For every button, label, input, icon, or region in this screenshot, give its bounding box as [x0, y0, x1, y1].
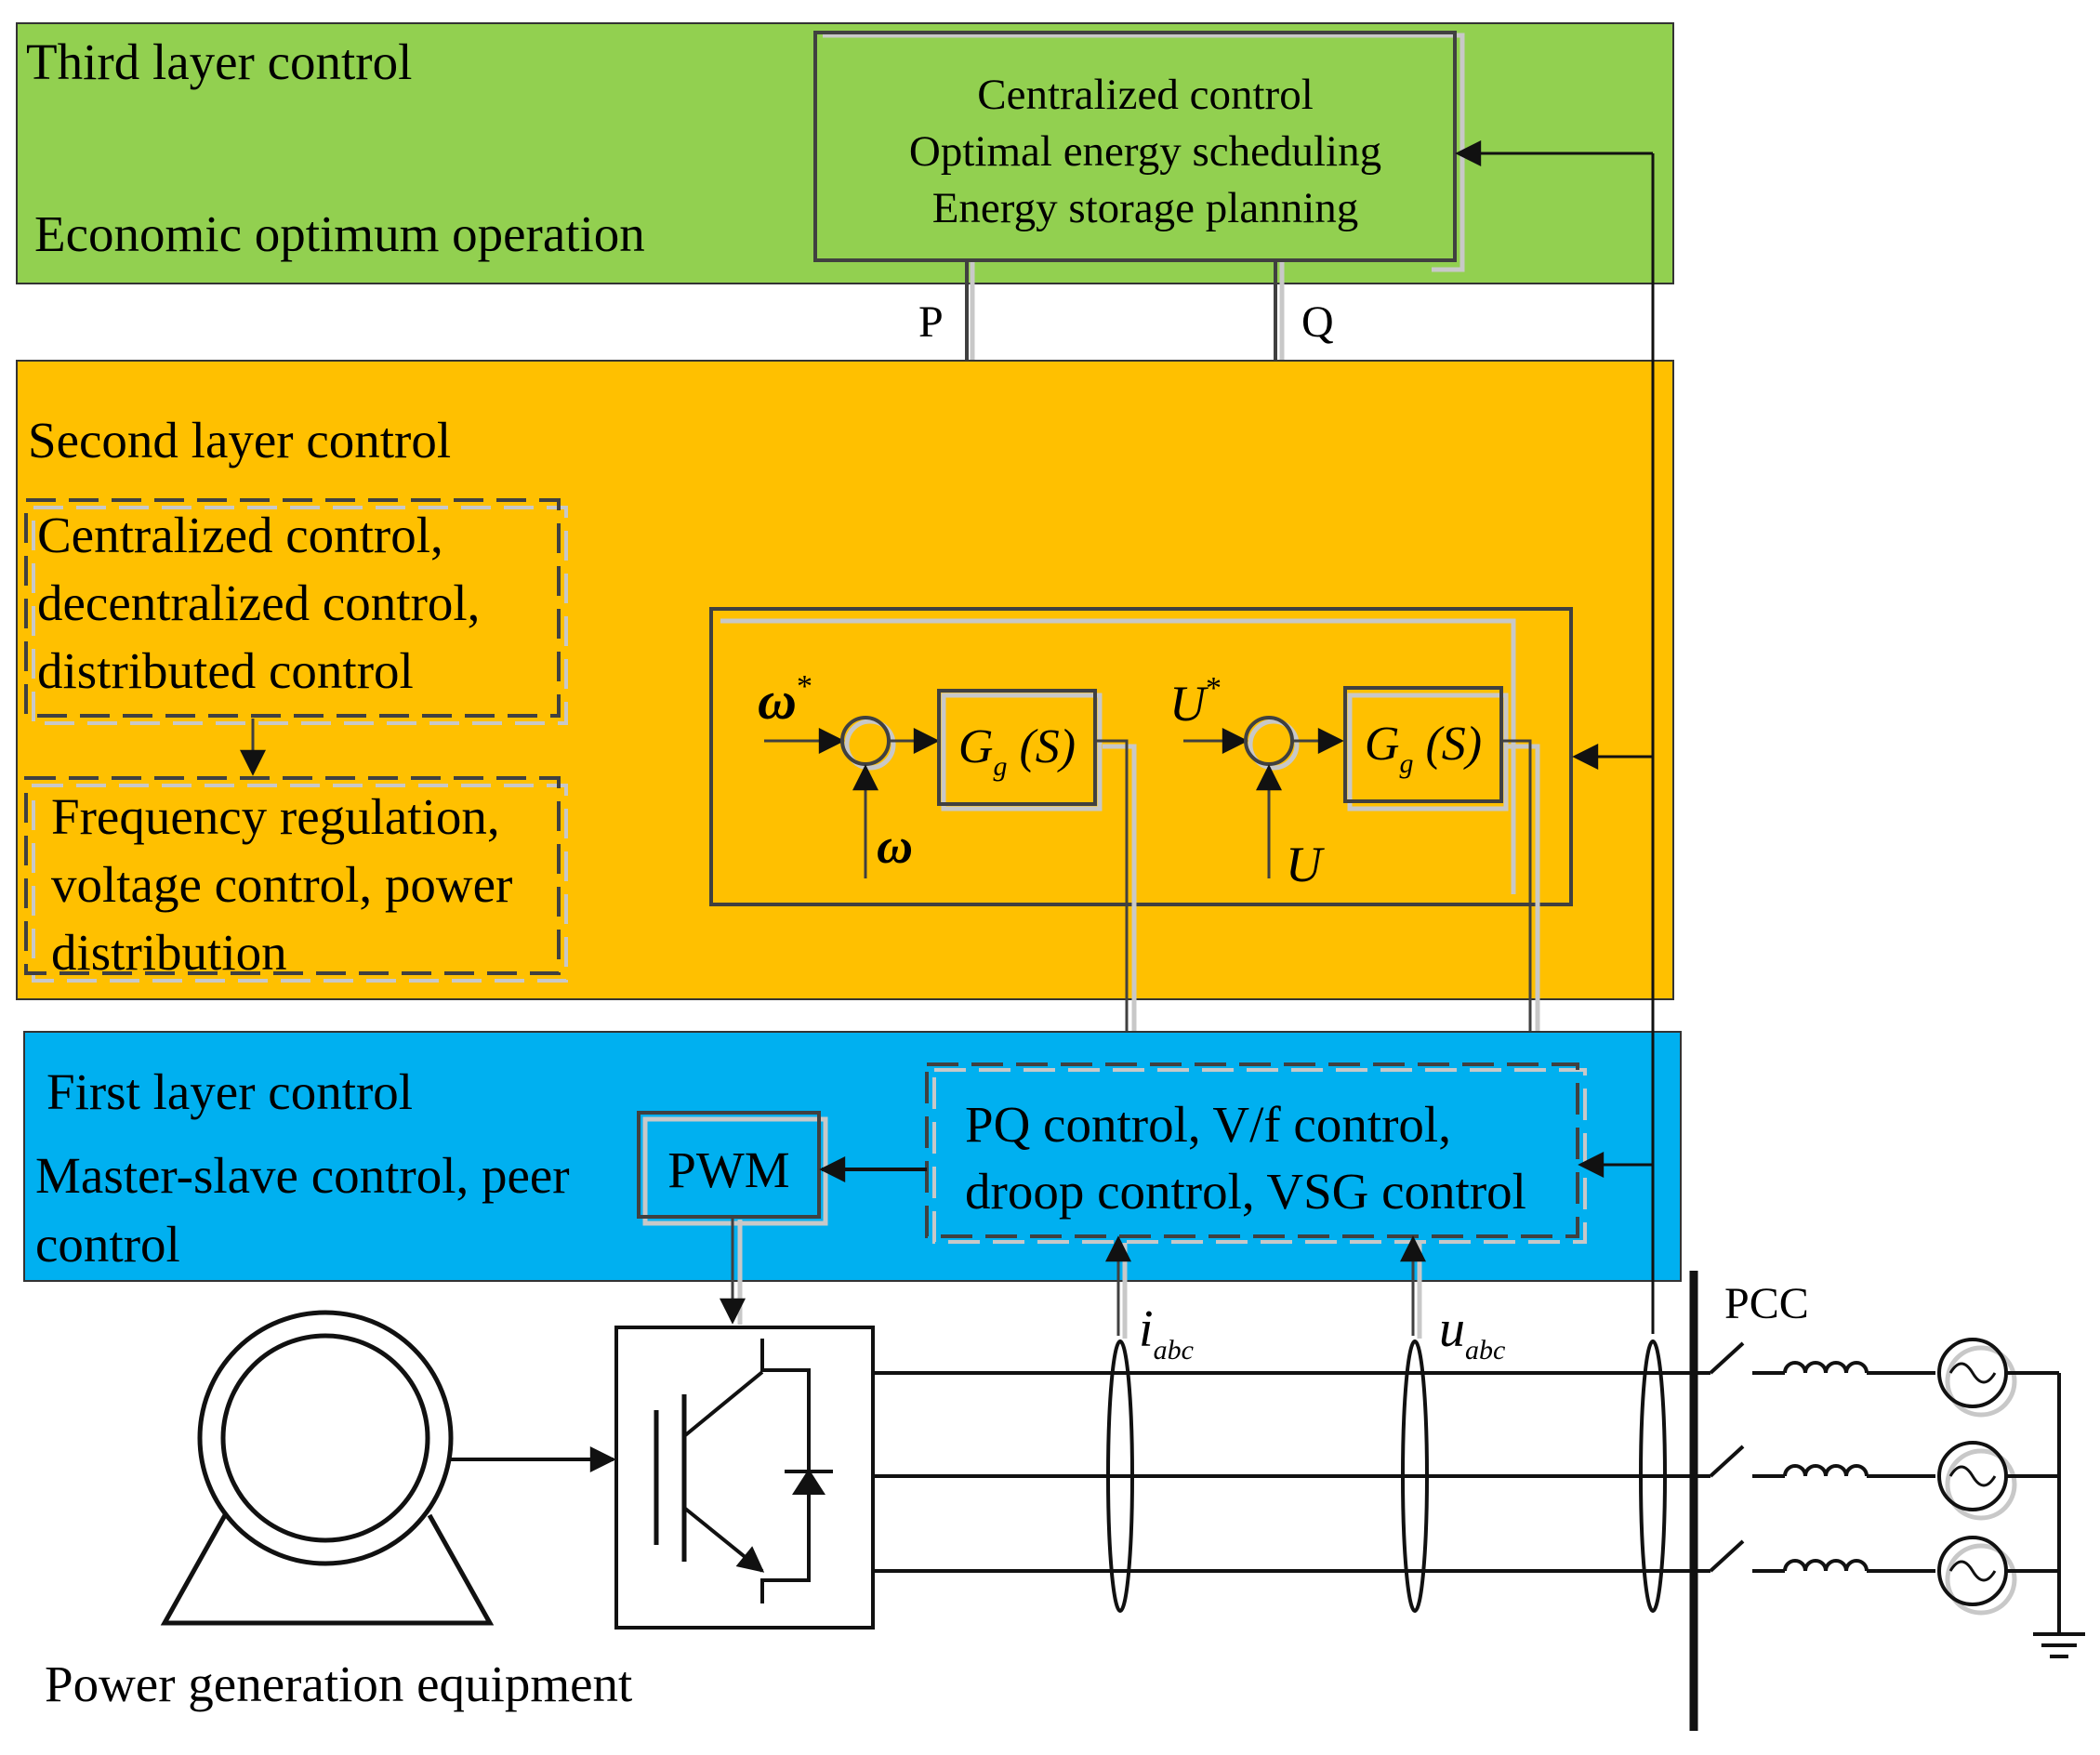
svg-text:Gg (S): Gg (S) — [1365, 718, 1482, 779]
q-signal-label: Q — [1301, 297, 1334, 347]
function-line-3: distribution — [51, 924, 287, 981]
svg-text:uabc: uabc — [1439, 1300, 1505, 1366]
third-layer-subtitle: Economic optimum operation — [34, 205, 645, 262]
freq-gain-g: G — [958, 720, 994, 773]
p-signal-label: P — [918, 297, 944, 347]
first-layer-subtitle-2: control — [35, 1216, 180, 1273]
u-ref-label: U — [1169, 676, 1208, 732]
first-layer-title: First layer control — [46, 1063, 413, 1120]
omega-ref-label: ω — [758, 670, 797, 731]
structure-line-2: decentralized control, — [37, 574, 480, 631]
volt-gain-g: G — [1365, 718, 1400, 771]
structure-line-3: distributed control — [37, 642, 414, 699]
pwm-to-converter-line — [720, 1217, 746, 1325]
current-feedback-line — [1105, 1235, 1131, 1339]
three-phase-bus — [873, 1371, 1710, 1573]
first-layer-subtitle-1: Master-slave control, peer — [35, 1147, 570, 1204]
svg-text:Gg (S): Gg (S) — [958, 720, 1076, 782]
pwm-label: PWM — [667, 1141, 789, 1198]
omega-ref-star: * — [797, 669, 812, 704]
third-layer-panel — [16, 22, 1674, 284]
second-layer-title: Second layer control — [28, 412, 451, 468]
voltage-subscript: abc — [1465, 1335, 1505, 1366]
freq-output-line — [1097, 739, 1140, 1067]
generator-symbol — [160, 1310, 495, 1626]
secondary-functions-box: Frequency regulation, voltage control, p… — [24, 776, 568, 983]
third-layer-title: Third layer control — [26, 33, 412, 90]
function-line-1: Frequency regulation, — [51, 788, 500, 845]
volt-gain-sub: g — [1399, 748, 1413, 779]
control-structure-box: Centralized control, decentralized contr… — [24, 498, 568, 725]
scheduling-line-2: Optimal energy scheduling — [909, 127, 1381, 176]
current-symbol: i — [1139, 1300, 1154, 1358]
freq-gain-sub: g — [993, 751, 1007, 782]
u-meas-label: U — [1286, 837, 1325, 892]
current-sensor — [1106, 1339, 1134, 1613]
primary-control-line-1: PQ control, V/f control, — [965, 1096, 1451, 1153]
converter-igbt — [614, 1326, 875, 1630]
pcc-label: PCC — [1724, 1279, 1809, 1328]
svg-text:ω*: ω* — [758, 669, 812, 731]
voltage-feedback-line — [1400, 1235, 1426, 1339]
scheduling-line-3: Energy storage planning — [932, 184, 1359, 232]
current-subscript: abc — [1154, 1335, 1194, 1366]
centralized-scheduling-box: Centralized control Optimal energy sched… — [813, 31, 1465, 272]
function-line-2: voltage control, power — [51, 856, 512, 913]
svg-text:iabc: iabc — [1139, 1300, 1194, 1366]
secondary-controller-block: Gg (S) ω* ω Gg (S) U* U — [709, 607, 1573, 906]
freq-gain-s: (S) — [1007, 720, 1076, 773]
structure-line-1: Centralized control, — [37, 507, 443, 563]
frequency-gain-block: Gg (S) — [937, 689, 1103, 812]
second-layer-panel — [16, 360, 1674, 1000]
voltage-gain-block: Gg (S) — [1343, 686, 1509, 812]
svg-text:U*: U* — [1169, 671, 1222, 732]
generator-label: Power generation equipment — [45, 1656, 632, 1712]
scheduling-line-1: Centralized control — [977, 71, 1314, 119]
volt-gain-s: (S) — [1413, 718, 1482, 771]
voltage-sensor — [1401, 1339, 1429, 1613]
pcc-feedback-line — [1455, 140, 1655, 1334]
grid-side-circuit — [1709, 1338, 2085, 1658]
voltage-symbol: u — [1439, 1300, 1465, 1358]
primary-control-line-2: droop control, VSG control — [965, 1163, 1526, 1220]
volt-output-line — [1503, 739, 1543, 1067]
u-ref-star: * — [1206, 671, 1222, 706]
pcc-sensor — [1639, 1339, 1667, 1613]
omega-meas-label: ω — [877, 818, 913, 874]
